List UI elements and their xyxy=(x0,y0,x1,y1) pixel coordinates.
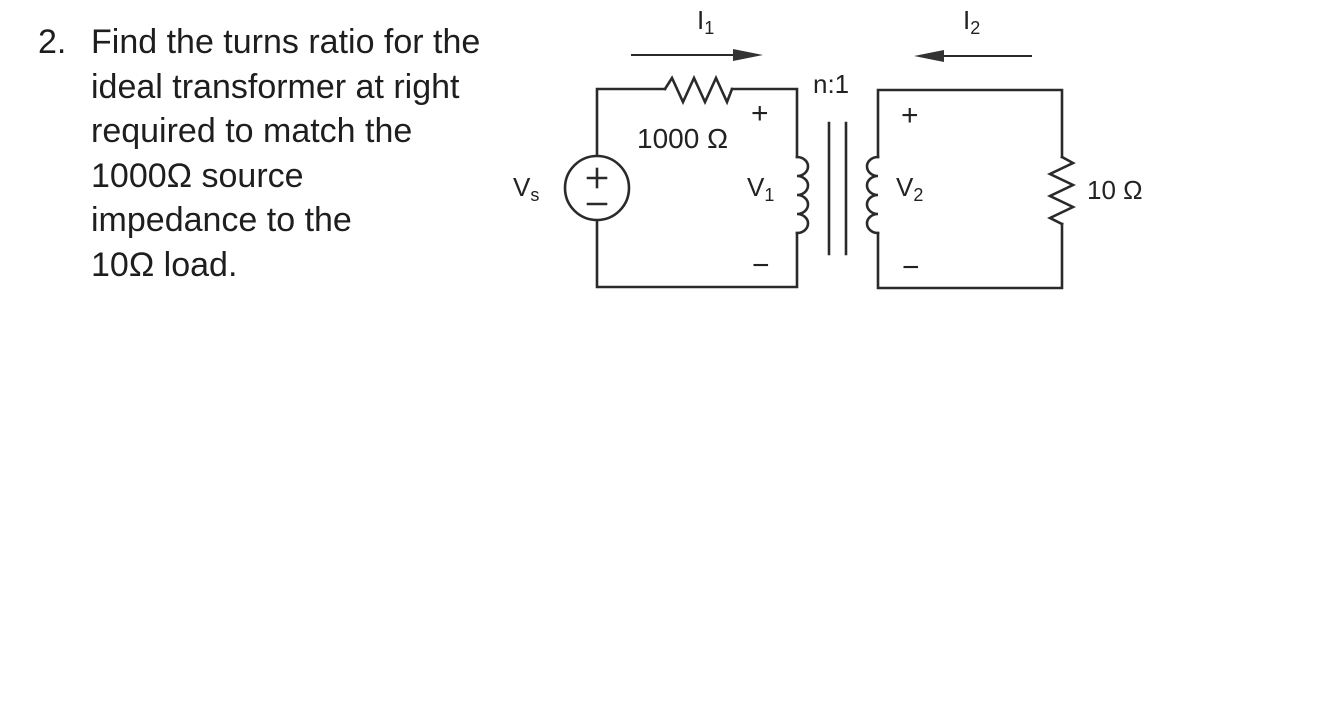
problem-line-1: Find the turns ratio for the xyxy=(91,23,481,61)
secondary-wire-top xyxy=(876,88,1064,159)
problem-line-6: 10Ω load. xyxy=(91,245,238,284)
current1-label: I1 xyxy=(697,5,714,38)
secondary-wire-bottom xyxy=(876,222,1064,290)
primary-wire-top-left xyxy=(595,87,667,157)
source-voltage-label: Vs xyxy=(513,172,539,205)
problem-line-5: impedance to the xyxy=(91,201,352,239)
problem-line-4: 1000Ω source xyxy=(91,156,304,195)
primary-wire-top-right xyxy=(730,87,799,159)
current2-arrowhead-icon xyxy=(914,50,944,62)
problem-number: 2. xyxy=(38,23,67,61)
load-resistor-zigzag xyxy=(1046,155,1077,226)
v2-minus-label: − xyxy=(902,251,920,284)
v1-minus-label: − xyxy=(752,249,770,282)
v2-label: V2 xyxy=(896,172,923,205)
turns-ratio-label: n:1 xyxy=(813,69,849,99)
load-resistor-label: 10 Ω xyxy=(1087,175,1143,205)
problem-text: Find the turns ratio for the ideal trans… xyxy=(91,20,480,287)
primary-wire-bottom xyxy=(595,219,799,289)
primary-coil-icon xyxy=(795,155,810,235)
primary-resistor-zigzag xyxy=(663,74,734,106)
problem-line-2: ideal transformer at right xyxy=(91,67,460,106)
v1-plus-label: + xyxy=(751,97,769,130)
secondary-coil-icon xyxy=(865,155,880,235)
voltage-source-icon xyxy=(563,154,631,222)
source-resistor-label: 1000 Ω xyxy=(637,123,728,154)
problem-line-3: required to match the xyxy=(91,112,413,150)
v1-label: V1 xyxy=(747,172,774,205)
current1-arrowhead-icon xyxy=(733,49,763,61)
v2-plus-label: + xyxy=(901,99,919,132)
current2-label: I2 xyxy=(963,5,980,38)
